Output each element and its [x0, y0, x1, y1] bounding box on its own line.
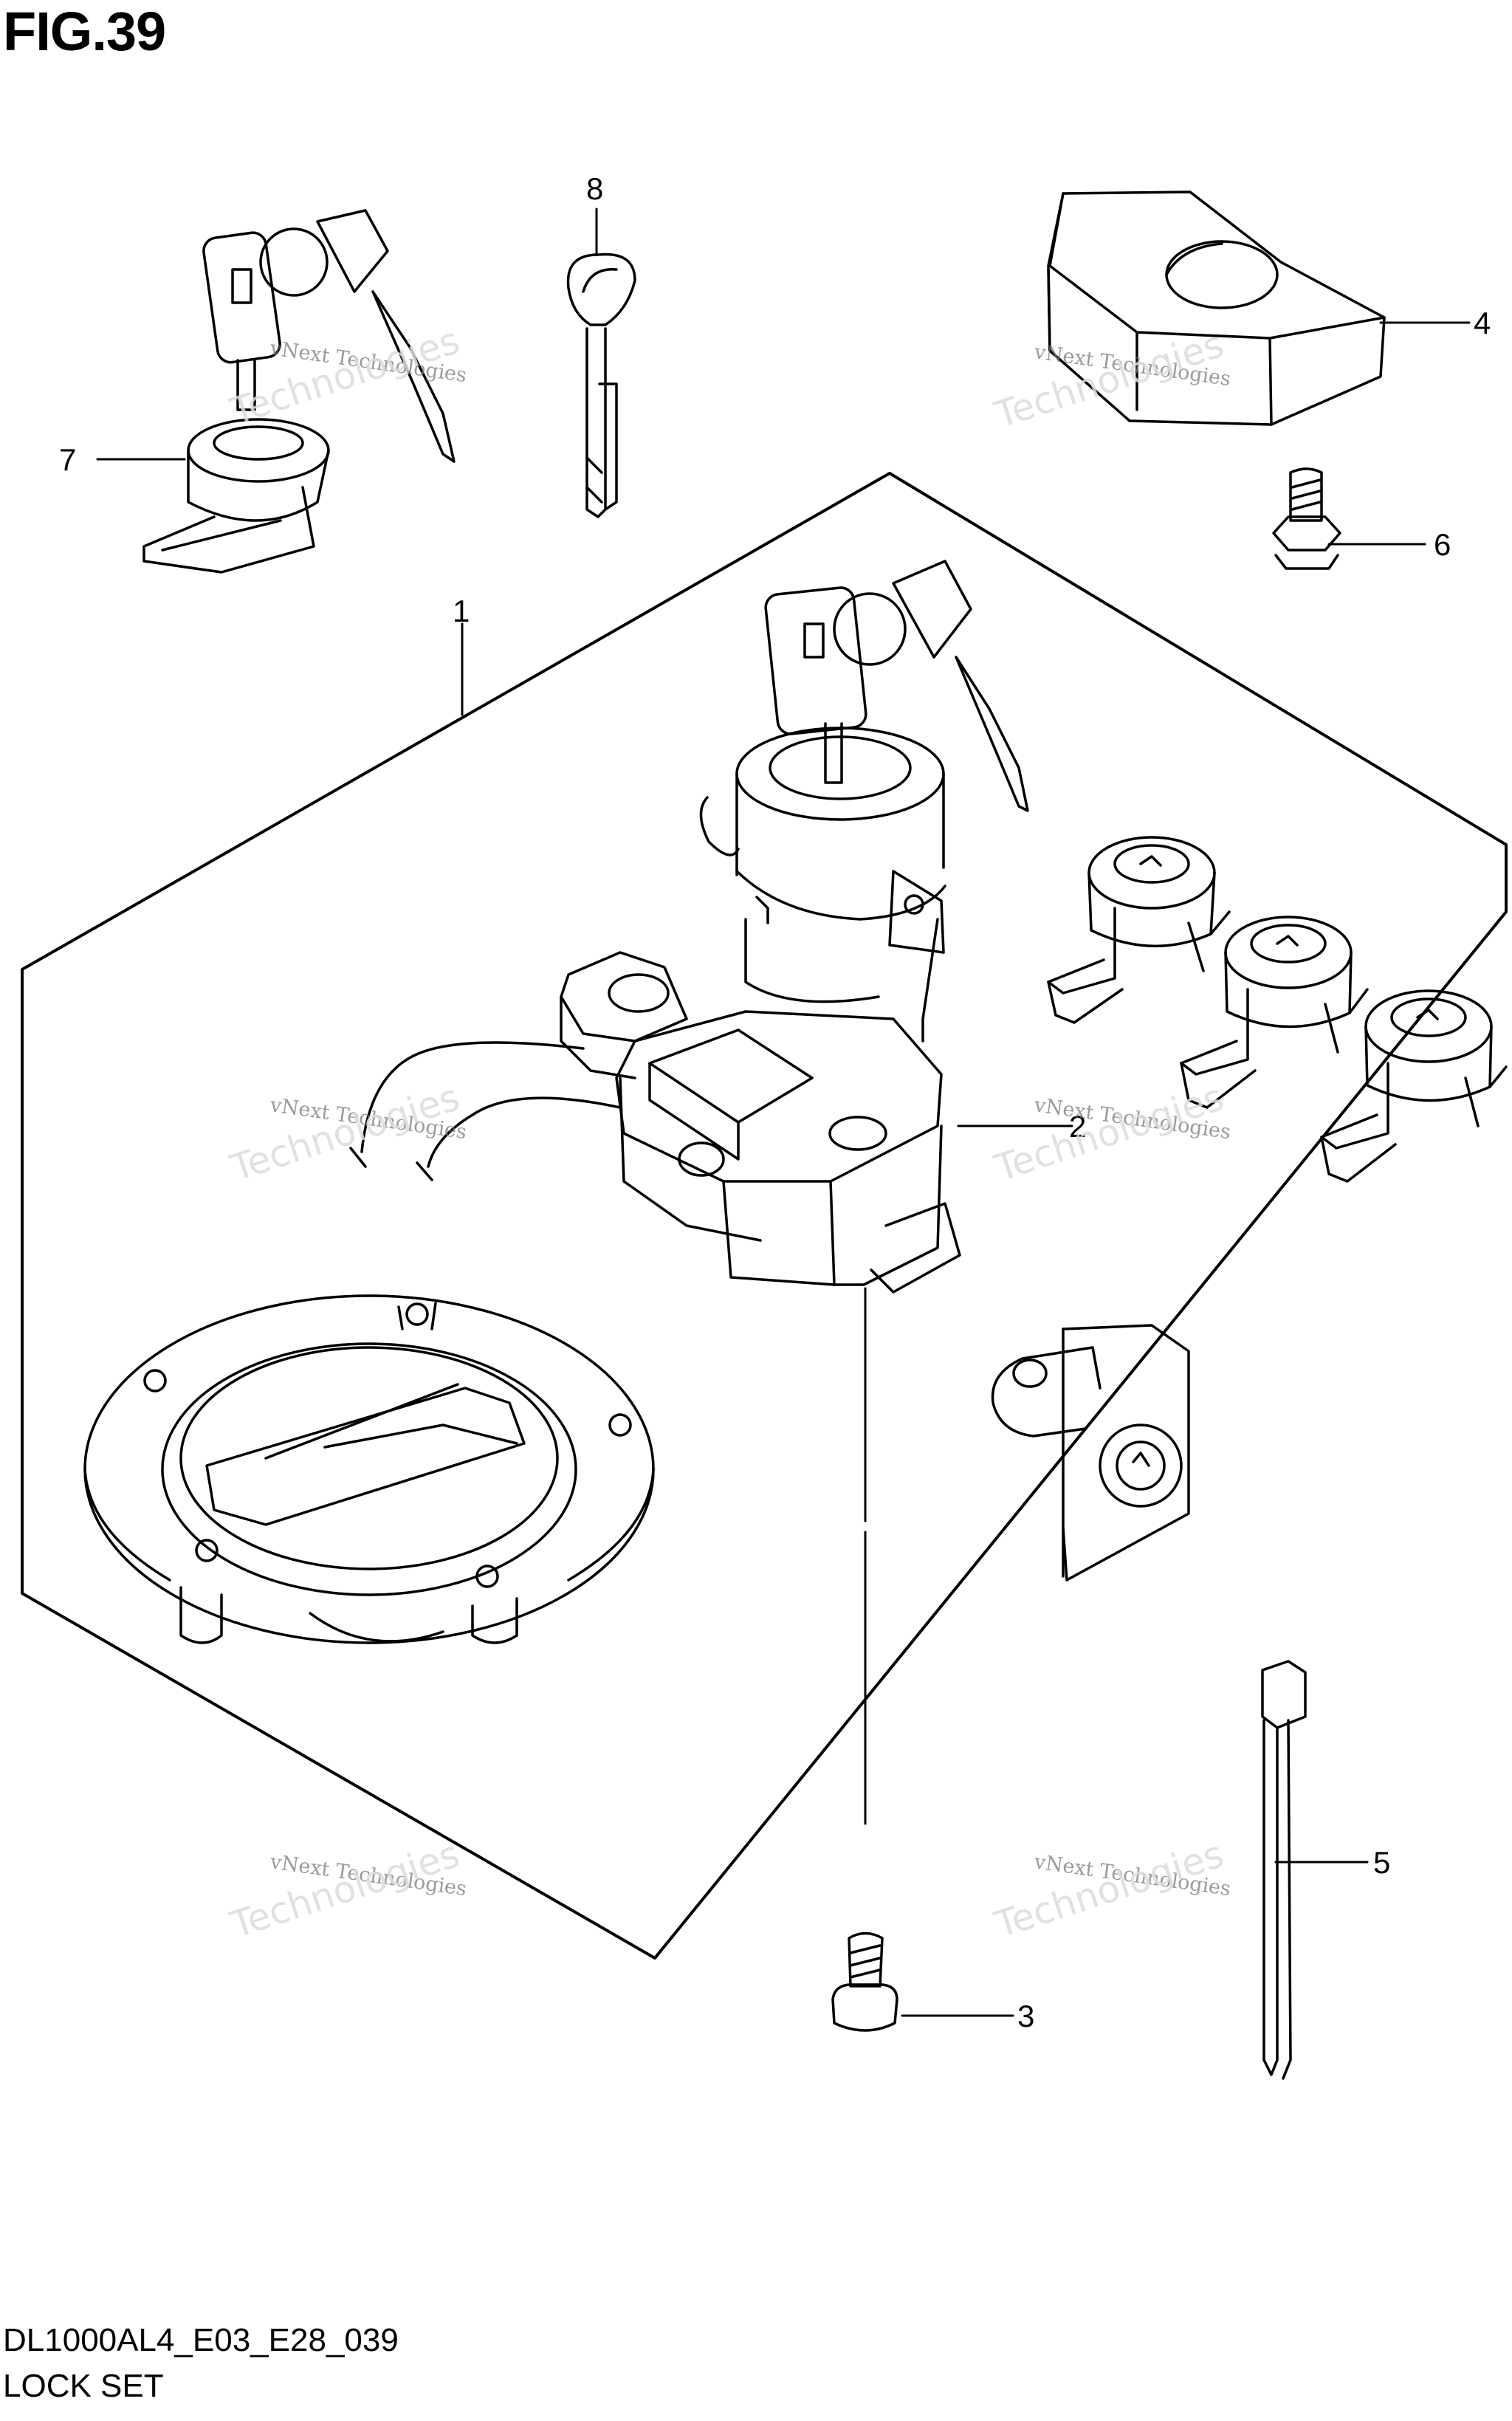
- part-8-key: [566, 253, 636, 518]
- kit-outline: [21, 472, 1508, 1960]
- case-lock-b: [1180, 916, 1369, 1109]
- case-lock-a: [1047, 836, 1231, 1024]
- callout-6: 6: [1434, 527, 1451, 562]
- case-lock-c: [1320, 989, 1508, 1183]
- callout-numbers: 1 2 3 4 5 6 7 8: [59, 171, 1491, 2033]
- callout-8: 8: [586, 171, 603, 206]
- diagram-name: LOCK SET: [3, 2368, 164, 2404]
- leader-lines: [96, 207, 1471, 2017]
- part-3-screw: [831, 1931, 898, 2032]
- callout-1: 1: [453, 594, 470, 628]
- ignition-switch-assembly: [349, 560, 1029, 1294]
- figure-title: FIG.39: [3, 1, 166, 62]
- fuel-cap-lock: [83, 1294, 655, 1644]
- part-4-lock-cover: [1047, 190, 1386, 426]
- part-2-case-locks: [991, 836, 1508, 1582]
- callout-2: 2: [1069, 1109, 1086, 1144]
- watermarks: vNext Technologies Technologies vNext Te…: [225, 319, 1232, 1947]
- callout-4: 4: [1474, 306, 1491, 340]
- part-6-bolt: [1272, 467, 1341, 570]
- diagram-code: DL1000AL4_E03_E28_039: [3, 2322, 399, 2358]
- part-7-lock-with-keys: [142, 209, 456, 574]
- glove-box-lock: [991, 1324, 1190, 1582]
- callout-7: 7: [59, 442, 76, 477]
- part-5-cable-tie: [1261, 1660, 1307, 2080]
- callout-3: 3: [1017, 1999, 1034, 2033]
- callout-5: 5: [1373, 1845, 1390, 1880]
